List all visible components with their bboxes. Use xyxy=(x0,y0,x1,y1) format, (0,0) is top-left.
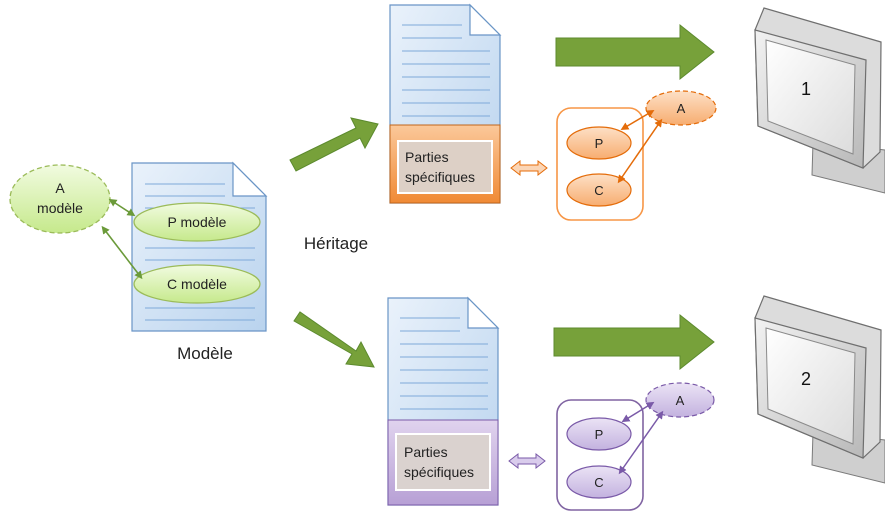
variant-1-c-label: C xyxy=(594,183,603,198)
variant-1-link-double-arrow xyxy=(510,159,548,177)
model-c-ellipse: C modèle xyxy=(133,264,261,304)
monitor-2-icon: 2 xyxy=(754,295,885,484)
variant-1-output-arrow xyxy=(555,23,715,81)
variant-1: Parties spécifiques A P C 1 xyxy=(389,3,885,221)
variant-2-a-label: A xyxy=(676,393,685,408)
variant-1-a-ellipse: A xyxy=(645,90,717,126)
variant-2-p-label: P xyxy=(595,427,604,442)
model-document xyxy=(131,161,268,332)
variant-2-document: Parties spécifiques xyxy=(387,296,500,506)
variant-2-c-label: C xyxy=(594,475,603,490)
variant-1-specific-box xyxy=(397,140,493,194)
model-caption: Modèle xyxy=(177,344,233,363)
monitor-1-number: 1 xyxy=(801,79,811,99)
model-p-label: P modèle xyxy=(168,214,227,230)
model-a-label-line2: modèle xyxy=(37,200,83,216)
variant-2-c-ellipse: C xyxy=(566,465,632,499)
variant-2-link-double-arrow xyxy=(508,452,546,470)
monitor-1-icon: 1 xyxy=(754,7,885,194)
variant-1-c-ellipse: C xyxy=(566,173,632,207)
variant-1-a-label: A xyxy=(677,101,686,116)
variant-2-a-c-arrow xyxy=(618,410,664,475)
variant-2-specific-line1: Parties xyxy=(404,444,448,460)
model-a-ellipse: A modèle xyxy=(9,164,111,234)
model-a-p-arrow xyxy=(108,198,136,217)
variant-1-p-ellipse: P xyxy=(566,126,632,160)
monitor-2-number: 2 xyxy=(801,369,811,389)
variant-1-p-label: P xyxy=(595,136,604,151)
model-p-ellipse: P modèle xyxy=(133,202,261,242)
model-c-label: C modèle xyxy=(167,276,227,292)
variant-1-specific-line1: Parties xyxy=(405,149,449,165)
model-a-label-line1: A xyxy=(55,180,65,196)
variant-2-a-ellipse: A xyxy=(645,382,715,418)
variant-2: Parties spécifiques A P C 2 xyxy=(387,295,885,511)
variant-2-p-ellipse: P xyxy=(566,417,632,451)
variant-1-specific-line2: spécifiques xyxy=(405,169,475,185)
inheritance-label: Héritage xyxy=(304,234,368,253)
variant-1-a-c-arrow xyxy=(617,118,663,184)
model-a-c-arrow xyxy=(101,225,143,280)
inheritance-arrow-down xyxy=(293,311,375,368)
inheritance-arrow-up xyxy=(289,117,379,172)
variant-2-specific-box xyxy=(395,433,491,491)
variant-1-document: Parties spécifiques xyxy=(389,3,502,204)
variant-2-specific-line2: spécifiques xyxy=(404,464,474,480)
variant-2-output-arrow xyxy=(553,313,715,371)
